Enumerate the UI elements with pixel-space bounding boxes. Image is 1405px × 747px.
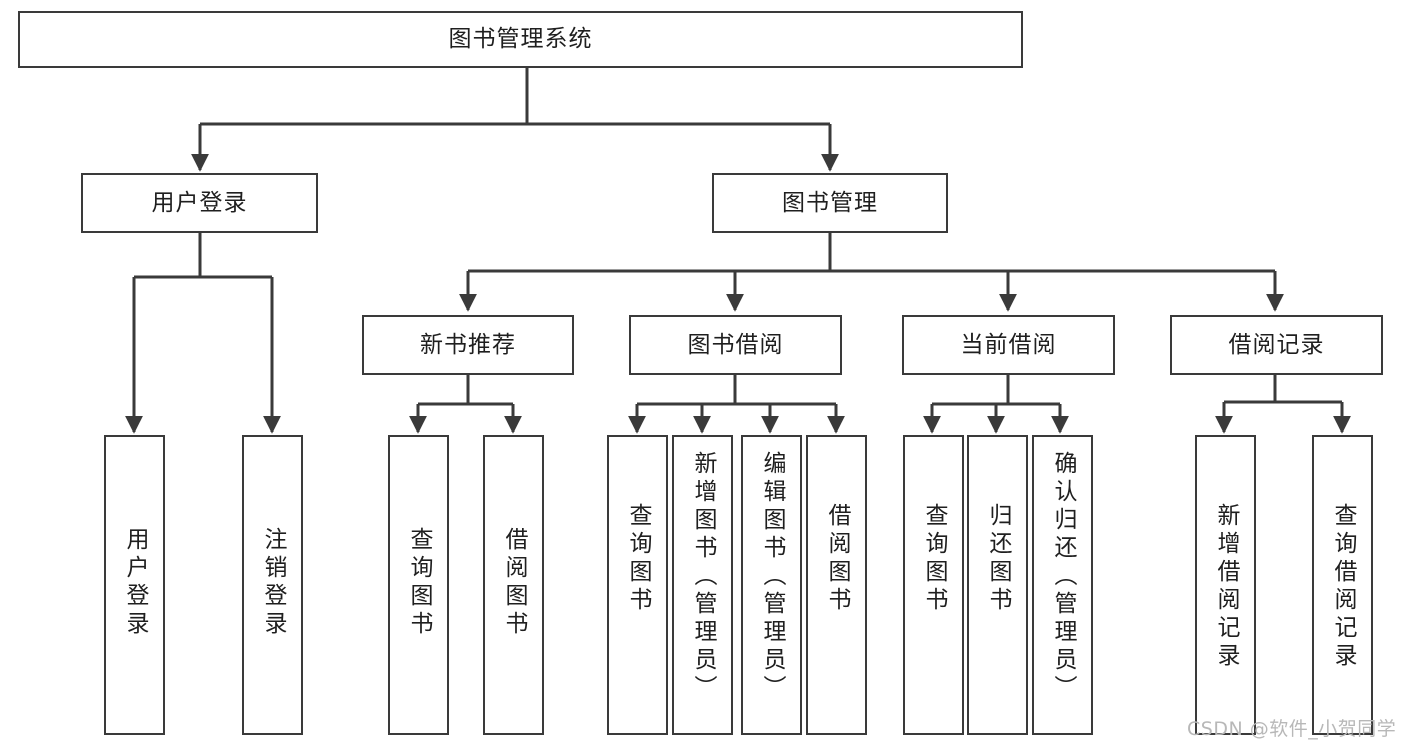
node-leaf-login-label: 用户登录 (122, 527, 148, 639)
node-leaf-query-book-3[interactable]: 查询图书 (903, 435, 964, 735)
node-leaf-logout[interactable]: 注销登录 (242, 435, 303, 735)
node-leaf-confirm-return[interactable]: 确认归还（管理员） (1032, 435, 1093, 735)
node-leaf-logout-label: 注销登录 (260, 527, 286, 639)
node-book-borrow-label: 图书借阅 (687, 331, 784, 358)
node-leaf-return-book-label: 归还图书 (985, 503, 1011, 615)
node-leaf-confirm-return-label: 确认归还（管理员） (1050, 451, 1076, 703)
node-new-book-recommend[interactable]: 新书推荐 (362, 315, 574, 375)
node-leaf-query-book-2-label: 查询图书 (625, 503, 651, 615)
node-leaf-query-book-3-label: 查询图书 (921, 503, 947, 615)
node-current-borrow[interactable]: 当前借阅 (902, 315, 1115, 375)
node-leaf-query-book-1[interactable]: 查询图书 (388, 435, 449, 735)
node-book-borrow[interactable]: 图书借阅 (629, 315, 842, 375)
node-book-manage-label: 图书管理 (782, 189, 878, 216)
node-borrow-record-label: 借阅记录 (1228, 331, 1325, 358)
node-leaf-edit-book[interactable]: 编辑图书（管理员） (741, 435, 802, 735)
watermark-text: CSDN @软件_小贺同学 (1187, 718, 1397, 740)
node-leaf-add-record[interactable]: 新增借阅记录 (1195, 435, 1256, 735)
node-current-borrow-label: 当前借阅 (960, 331, 1057, 358)
node-new-book-recommend-label: 新书推荐 (420, 331, 516, 358)
node-leaf-query-book-1-label: 查询图书 (406, 527, 432, 639)
node-leaf-return-book[interactable]: 归还图书 (967, 435, 1028, 735)
node-leaf-query-record-label: 查询借阅记录 (1330, 503, 1356, 671)
node-leaf-borrow-book-2-label: 借阅图书 (824, 503, 850, 615)
node-leaf-add-record-label: 新增借阅记录 (1213, 503, 1239, 671)
node-leaf-borrow-book-2[interactable]: 借阅图书 (806, 435, 867, 735)
node-leaf-edit-book-label: 编辑图书（管理员） (759, 451, 785, 703)
node-leaf-query-record[interactable]: 查询借阅记录 (1312, 435, 1373, 735)
node-leaf-add-book-label: 新增图书（管理员） (690, 451, 716, 703)
node-leaf-login[interactable]: 用户登录 (104, 435, 165, 735)
node-root-label: 图书管理系统 (448, 26, 593, 53)
node-user-login[interactable]: 用户登录 (81, 173, 318, 233)
node-user-login-label: 用户登录 (151, 189, 248, 216)
node-leaf-borrow-book-1-label: 借阅图书 (501, 527, 527, 639)
node-leaf-borrow-book-1[interactable]: 借阅图书 (483, 435, 544, 735)
node-leaf-add-book[interactable]: 新增图书（管理员） (672, 435, 733, 735)
node-borrow-record[interactable]: 借阅记录 (1170, 315, 1383, 375)
node-book-manage[interactable]: 图书管理 (712, 173, 948, 233)
node-leaf-query-book-2[interactable]: 查询图书 (607, 435, 668, 735)
node-root[interactable]: 图书管理系统 (18, 11, 1023, 68)
